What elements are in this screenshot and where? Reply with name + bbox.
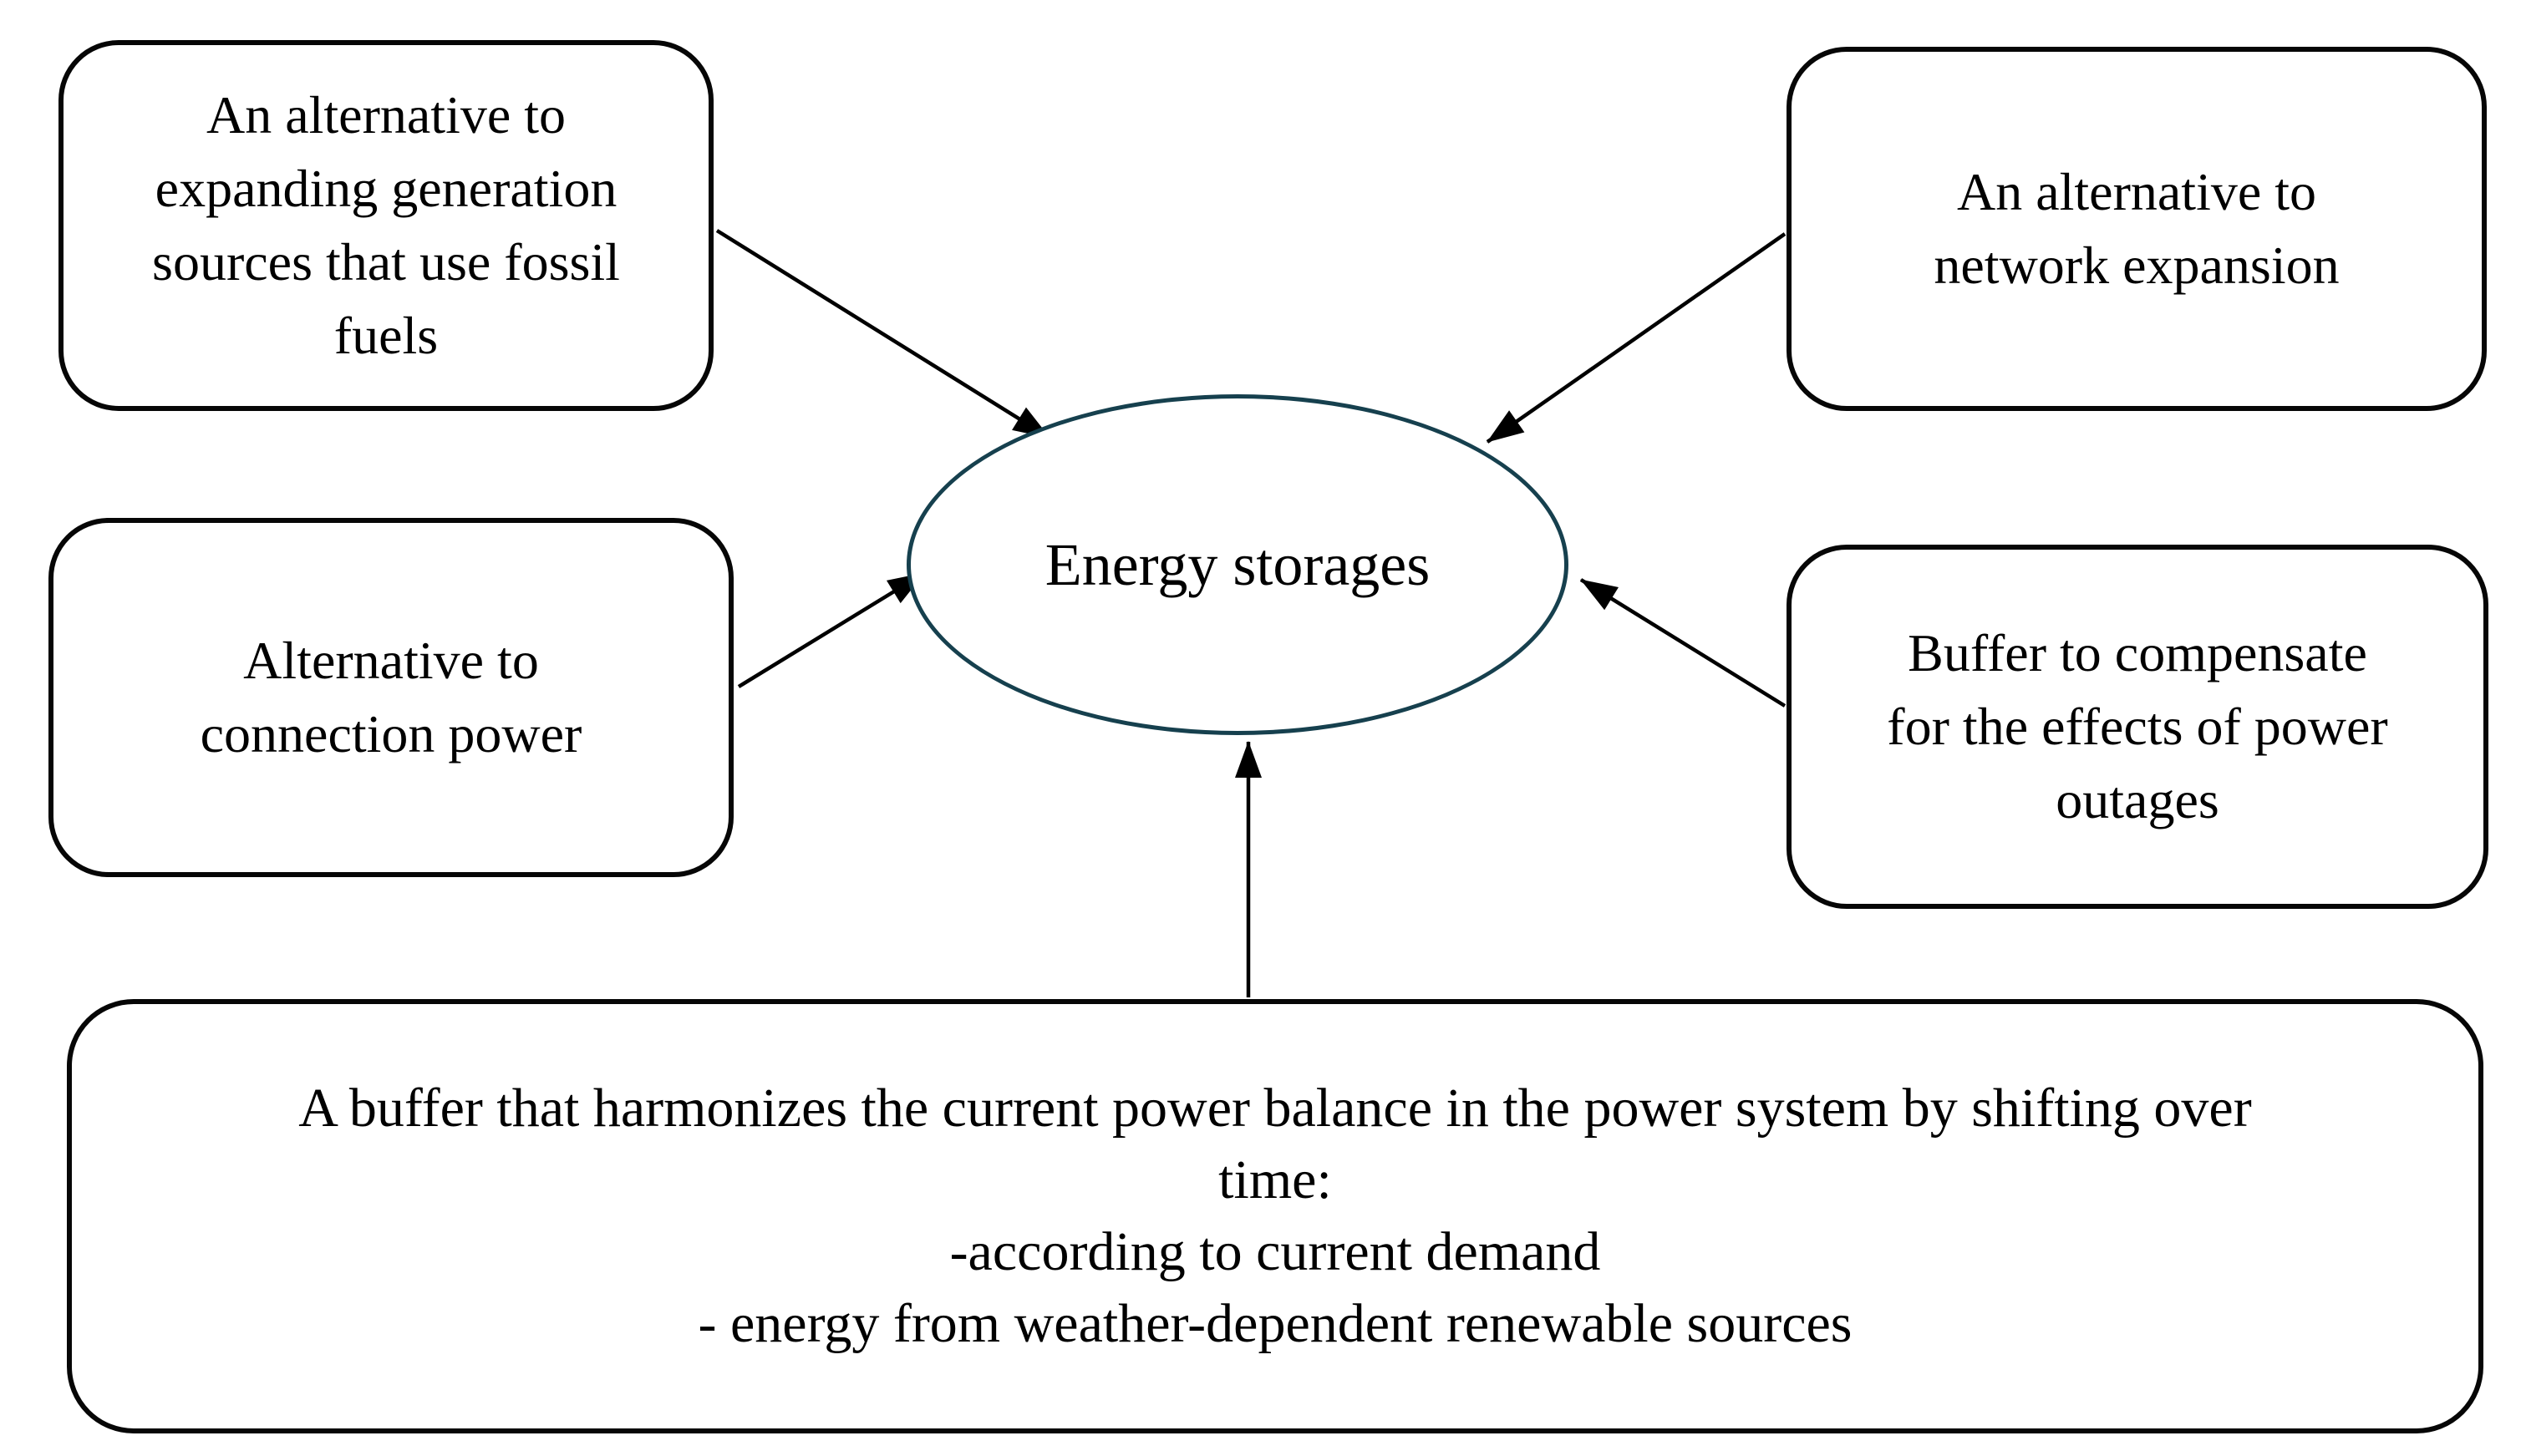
node-label-line: An alternative to: [206, 85, 567, 145]
center-node-label: Energy storages: [1044, 530, 1431, 598]
node-label-line: sources that use fossil: [152, 232, 620, 292]
node-label-line: An alternative to: [1956, 162, 2317, 221]
node-label-line: A buffer that harmonizes the current pow…: [298, 1078, 2252, 1139]
node-label-line: connection power: [200, 704, 582, 764]
node-box-power-outage-buffer: Buffer to compensate for the effects of …: [1787, 545, 2488, 909]
node-box-fossil-fuels-alternative: An alternative to expanding generation s…: [58, 40, 714, 411]
node-label-line: -according to current demand: [949, 1221, 1601, 1282]
node-label-line: - energy from weather-dependent renewabl…: [698, 1293, 1853, 1354]
node-label-line: Alternative to: [243, 631, 539, 690]
node-box-network-expansion-alternative: An alternative to network expansion: [1787, 47, 2487, 411]
node-label-line: fuels: [333, 306, 439, 365]
node-label-line: outages: [2056, 770, 2219, 829]
node-box-power-balance-buffer: A buffer that harmonizes the current pow…: [67, 999, 2483, 1433]
node-label-line: expanding generation: [155, 159, 618, 218]
node-label-line: time:: [1218, 1149, 1332, 1210]
node-label-line: Buffer to compensate: [1908, 623, 2367, 682]
node-label-line: for the effects of power: [1887, 697, 2388, 756]
arrow-network-to-center: [1486, 232, 1787, 444]
node-box-connection-power-alternative: Alternative to connection power: [48, 518, 734, 877]
arrow-connection-to-center: [737, 571, 926, 688]
arrow-outages-to-center: [1579, 578, 1787, 708]
arrow-fossil-to-center: [715, 229, 1051, 439]
node-label-line: network expansion: [1934, 236, 2340, 295]
center-node-energy-storages: Energy storages: [907, 394, 1568, 735]
